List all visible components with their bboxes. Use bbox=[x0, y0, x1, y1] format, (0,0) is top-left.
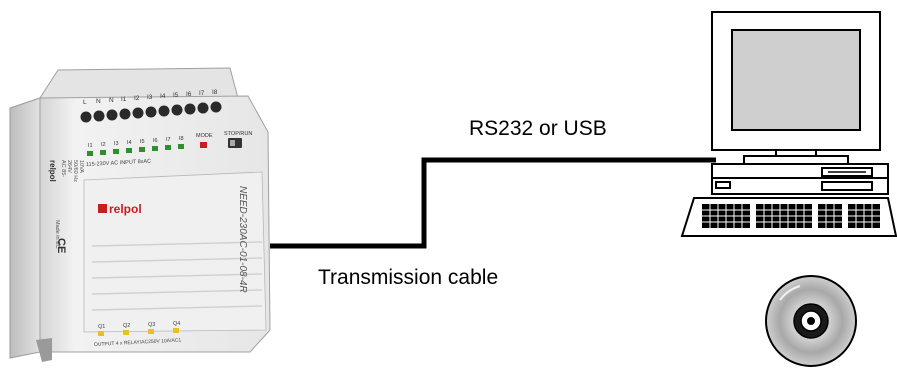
led-label: I4 bbox=[127, 140, 132, 146]
output-led bbox=[98, 331, 104, 336]
input-led bbox=[87, 151, 93, 156]
mode-label: MODE bbox=[196, 133, 213, 139]
drive-bay-2 bbox=[822, 182, 872, 190]
plc-module: L N N I1 I2 I3 I4 I5 I6 I7 I8 I1 I2 I3 I… bbox=[10, 68, 270, 362]
brand-front: relpol bbox=[109, 202, 142, 216]
keyboard bbox=[682, 198, 896, 236]
terminal-screw bbox=[185, 104, 196, 115]
supply-line: 50/60 Hz bbox=[72, 160, 78, 182]
monitor bbox=[712, 12, 880, 164]
led-label: Q3 bbox=[148, 322, 155, 328]
terminal-label: I7 bbox=[199, 90, 205, 97]
switch-knob bbox=[230, 140, 235, 146]
input-led bbox=[139, 147, 145, 152]
terminal-screw bbox=[198, 103, 209, 114]
output-led bbox=[123, 330, 129, 335]
terminal-label: N bbox=[96, 98, 101, 105]
input-led bbox=[113, 149, 119, 154]
power-button bbox=[716, 182, 730, 188]
terminal-label: I5 bbox=[173, 92, 179, 99]
ce-mark: CE bbox=[55, 238, 67, 253]
led-label: Q4 bbox=[173, 321, 180, 327]
led-label: I5 bbox=[140, 139, 145, 145]
computer bbox=[682, 12, 896, 236]
brand-top: relpol bbox=[48, 160, 57, 182]
led-label: I8 bbox=[179, 136, 184, 142]
disc-hole bbox=[807, 317, 815, 325]
terminal-label: I1 bbox=[121, 96, 127, 103]
cd-disc-icon bbox=[766, 276, 856, 366]
led-label: Q1 bbox=[98, 324, 105, 330]
input-led bbox=[178, 144, 184, 149]
logo-mark-icon bbox=[98, 204, 107, 213]
output-led bbox=[148, 329, 154, 334]
monitor-stand bbox=[744, 156, 848, 164]
transmission-cable bbox=[270, 160, 716, 246]
mode-button[interactable] bbox=[200, 142, 207, 148]
terminal-screw bbox=[146, 107, 157, 118]
terminal-label: I6 bbox=[186, 91, 192, 98]
connection-label: RS232 or USB bbox=[469, 117, 607, 141]
led-label: I6 bbox=[153, 138, 158, 144]
switch-label: STOP/RUN bbox=[224, 131, 252, 137]
led-label: Q2 bbox=[123, 323, 130, 329]
terminal-screw bbox=[107, 110, 118, 121]
monitor-screen bbox=[732, 30, 860, 130]
terminal-label: I8 bbox=[212, 89, 218, 96]
supply-line: 10VA bbox=[78, 160, 84, 173]
terminal-screw bbox=[159, 106, 170, 117]
cable-label: Transmission cable bbox=[318, 266, 498, 290]
terminal-screw bbox=[81, 112, 92, 123]
led-label: I7 bbox=[166, 137, 171, 143]
input-led bbox=[152, 146, 158, 151]
model-label: NEED-230AC-01-08-4R bbox=[237, 186, 248, 293]
input-led bbox=[100, 150, 106, 155]
supply-line: AC 85- bbox=[60, 160, 66, 177]
input-led bbox=[126, 148, 132, 153]
led-label: I3 bbox=[114, 141, 119, 147]
supply-line: 264V bbox=[66, 160, 72, 173]
terminal-screw bbox=[94, 111, 105, 122]
terminal-screw bbox=[120, 109, 131, 120]
system-unit bbox=[712, 164, 888, 194]
output-led bbox=[173, 328, 179, 333]
terminal-label: L bbox=[83, 99, 87, 106]
terminal-label: I3 bbox=[147, 94, 153, 101]
led-label: I2 bbox=[101, 142, 106, 148]
terminal-label: I2 bbox=[134, 95, 140, 102]
terminal-label: I4 bbox=[160, 93, 166, 100]
terminal-screw bbox=[133, 108, 144, 119]
led-label: I1 bbox=[88, 143, 93, 149]
terminal-screw bbox=[172, 105, 183, 116]
input-led bbox=[165, 145, 171, 150]
terminal-label: N bbox=[109, 97, 114, 104]
terminal-screw bbox=[211, 102, 222, 113]
